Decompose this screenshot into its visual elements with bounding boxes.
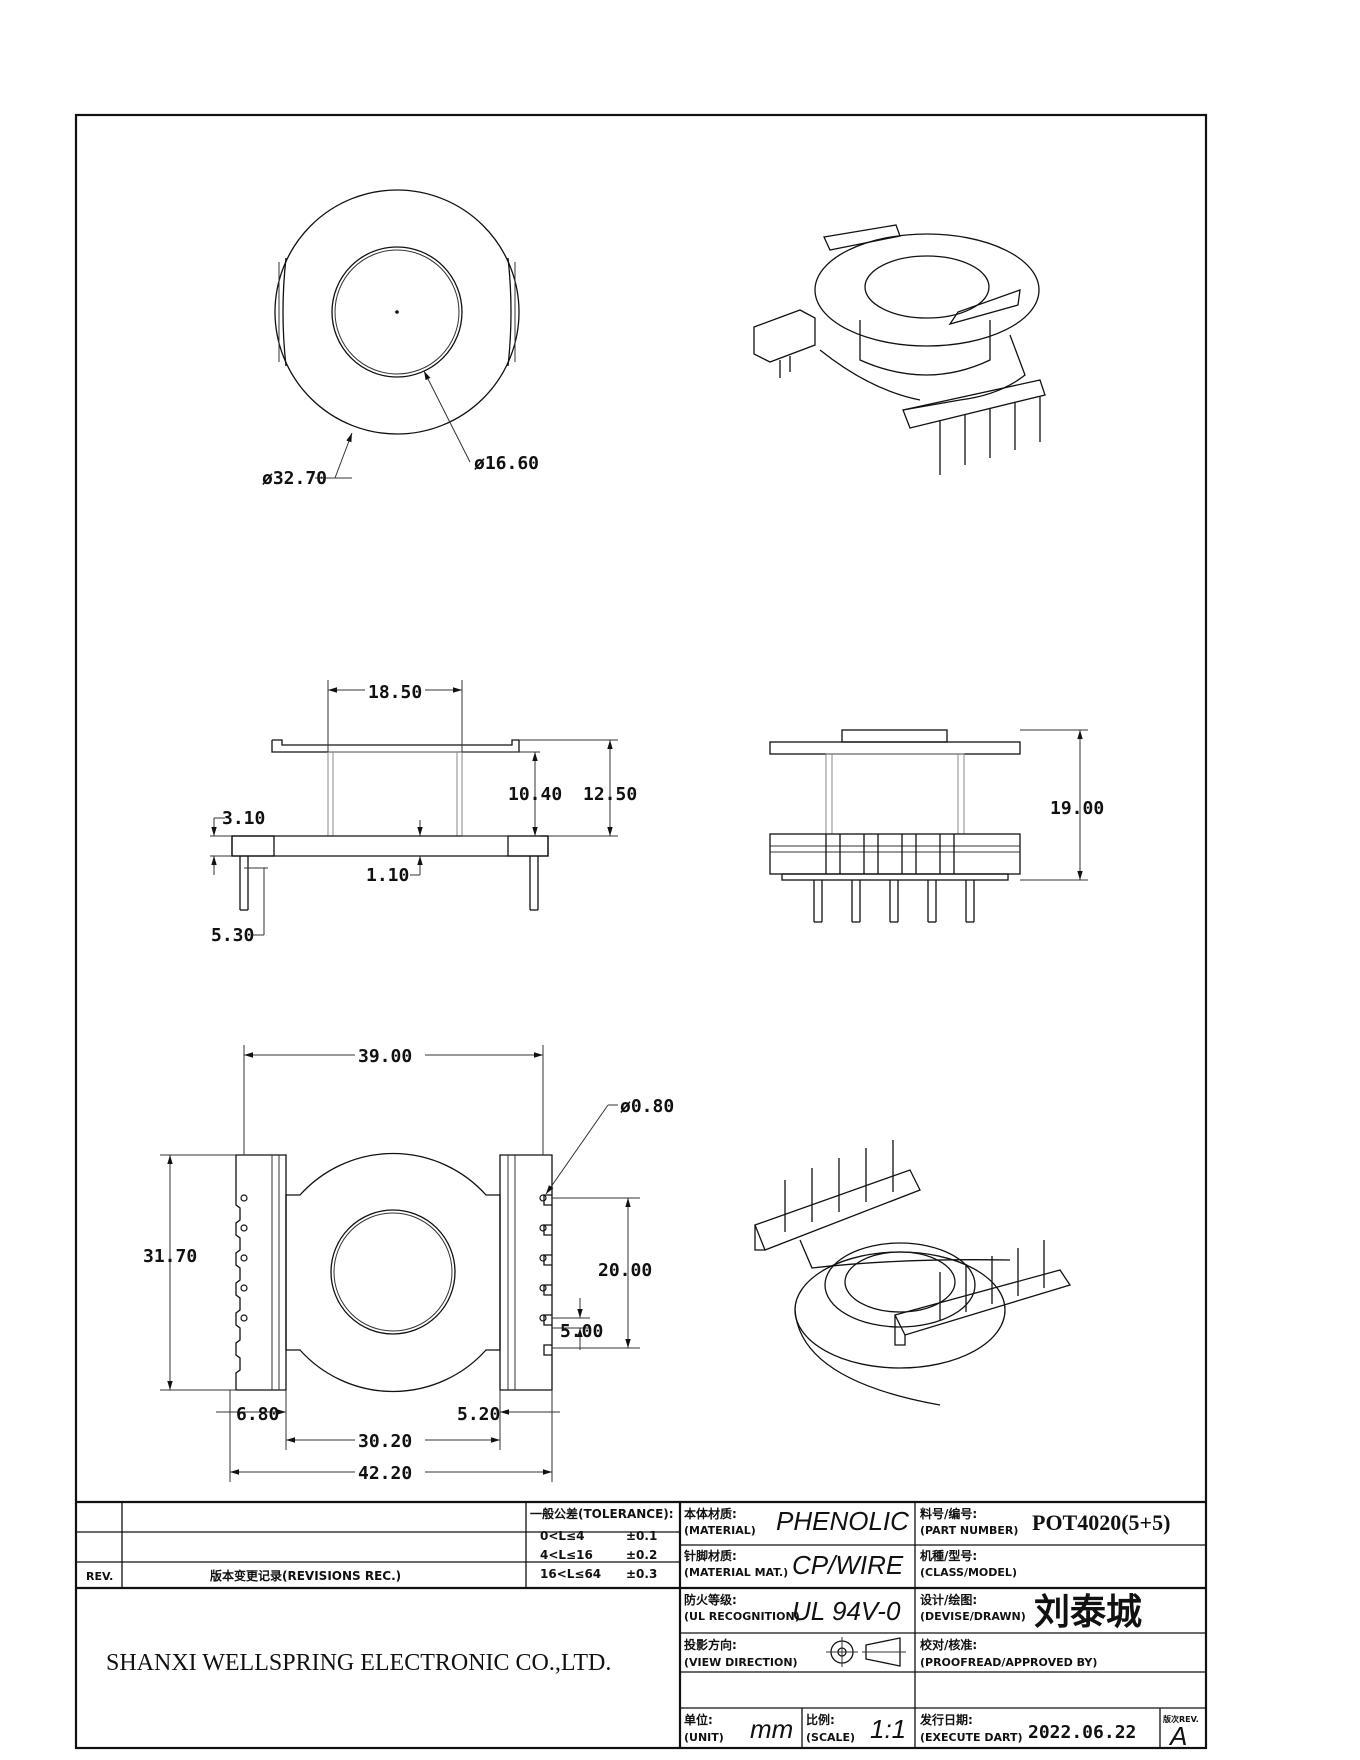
dim-height: 19.00 [1050, 798, 1104, 819]
dim-h-total: 12.50 [583, 784, 637, 805]
dim-h-inner: 10.40 [508, 784, 562, 805]
approve-en: (PROOFREAD/APPROVED BY) [920, 1656, 1097, 1669]
approve-cn: 校对/核准: [920, 1637, 977, 1652]
iso-view-bottom [754, 1140, 1072, 1406]
rev-label: REV. [86, 1570, 113, 1583]
pin-material-value: CP/WIRE [792, 1550, 904, 1580]
top-view: ø32.70 ø16.60 [262, 189, 539, 489]
view-en: (VIEW DIRECTION) [684, 1656, 798, 1669]
revisions-label: 版本变更记录(REVISIONS REC.) [210, 1568, 401, 1583]
version-label: 版次REV. [1162, 1714, 1199, 1724]
scale-value: 1:1 [870, 1714, 906, 1744]
tolerance-value-1: ±0.1 [626, 1529, 657, 1543]
dim-depth: 31.70 [143, 1246, 197, 1267]
unit-en: (UNIT) [684, 1731, 724, 1744]
side-view: 18.50 10.40 12.50 3.10 1.10 5.30 [210, 679, 637, 946]
tolerance-title: 一般公差(TOLERANCE): [530, 1506, 674, 1521]
unit-value: mm [750, 1714, 793, 1744]
ul-value: UL 94V-0 [792, 1596, 901, 1626]
company-name: SHANXI WELLSPRING ELECTRONIC CO.,LTD. [106, 1650, 611, 1676]
scale-en: (SCALE) [806, 1731, 855, 1744]
pin-material-en: (MATERIAL MAT.) [684, 1566, 788, 1579]
dim-pin-dia: ø0.80 [620, 1096, 674, 1117]
dim-base: 1.10 [366, 865, 409, 886]
tolerance-value-2: ±0.2 [626, 1548, 657, 1562]
dim-right-off: 5.20 [457, 1404, 500, 1425]
part-value: POT4020(5+5) [1032, 1510, 1170, 1535]
tolerance-value-3: ±0.3 [626, 1567, 657, 1581]
designer-cn: 设计/绘图: [920, 1592, 977, 1607]
tolerance-range-3: 16<L≤64 [540, 1567, 601, 1581]
drawing-frame [74, 113, 1208, 1750]
tolerance-range-2: 4<L≤16 [540, 1548, 593, 1562]
material-cn: 本体材质: [684, 1506, 737, 1521]
material-en: (MATERIAL) [684, 1524, 756, 1537]
dim-outer-dia: ø32.70 [262, 468, 327, 489]
title-block: REV. 版本变更记录(REVISIONS REC.) 一般公差(TOLERAN… [76, 1500, 1206, 1751]
material-value: PHENOLIC [776, 1506, 909, 1536]
pin-material-cn: 针脚材质: [684, 1548, 737, 1563]
dim-center: 30.20 [358, 1431, 412, 1452]
date-en: (EXECUTE DART) [920, 1731, 1023, 1744]
part-en: (PART NUMBER) [920, 1524, 1018, 1537]
part-cn: 料号/编号: [920, 1506, 977, 1521]
date-value: 2022.06.22 [1028, 1722, 1136, 1743]
dim-row-len: 20.00 [598, 1260, 652, 1281]
dim-pin-len: 5.30 [211, 925, 254, 946]
class-en: (CLASS/MODEL) [920, 1566, 1017, 1579]
dim-pitch: 5.00 [560, 1321, 603, 1342]
ul-en: (UL RECOGNITION) [684, 1610, 800, 1623]
version-value: A [1168, 1721, 1187, 1751]
dim-pin-span: 39.00 [358, 1046, 412, 1067]
dim-pin-offset: 3.10 [222, 808, 265, 829]
designer-en: (DEVISE/DRAWN) [920, 1610, 1026, 1623]
dim-left-off: 6.80 [236, 1404, 279, 1425]
front-view: 19.00 [769, 729, 1104, 923]
dim-inner-dia: ø16.60 [474, 453, 539, 474]
designer-signature: 刘泰城 [1034, 1591, 1142, 1633]
tolerance-range-1: 0<L≤4 [540, 1529, 584, 1543]
dim-width: 18.50 [368, 682, 422, 703]
iso-view-top [753, 224, 1046, 475]
date-cn: 发行日期: [919, 1712, 973, 1727]
view-cn: 投影方向: [684, 1637, 737, 1652]
unit-cn: 单位: [684, 1712, 713, 1727]
dim-overall: 42.20 [358, 1463, 412, 1484]
class-cn: 机種/型号: [920, 1548, 977, 1563]
scale-cn: 比例: [806, 1712, 835, 1727]
bottom-view: 39.00 ø0.80 31.70 20.00 5.00 30.20 6.80 … [143, 1043, 674, 1484]
projection-symbol-icon [826, 1637, 906, 1667]
ul-cn: 防火等级: [684, 1592, 737, 1607]
